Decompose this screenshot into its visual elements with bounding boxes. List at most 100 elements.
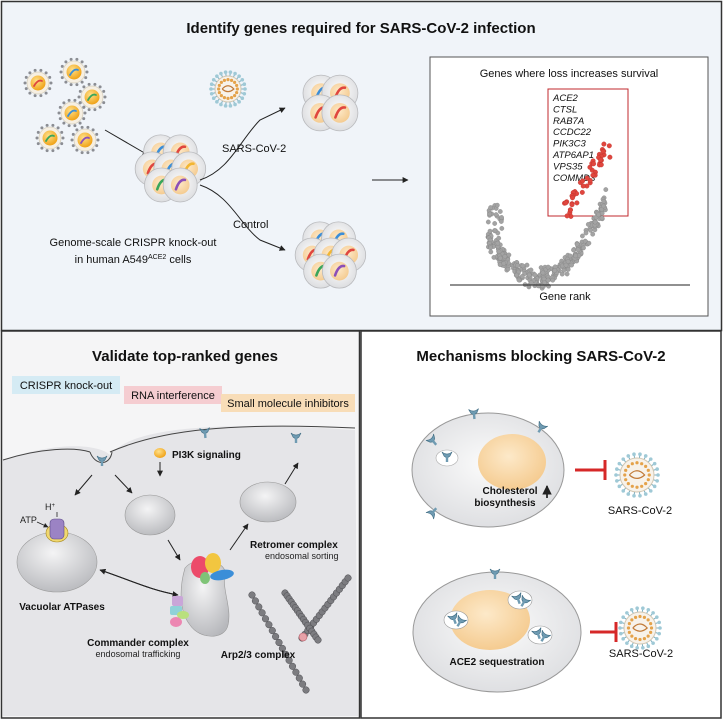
capsid-spike bbox=[91, 128, 95, 132]
capsid-spike bbox=[45, 149, 49, 153]
capsid-spike bbox=[82, 105, 86, 109]
virus-core bbox=[84, 89, 100, 105]
capsid-spike bbox=[28, 71, 32, 75]
pi3k-icon bbox=[154, 448, 166, 458]
spike-head bbox=[648, 489, 653, 493]
early-endosome bbox=[124, 494, 176, 536]
spike-head bbox=[228, 104, 233, 108]
spike-head bbox=[233, 102, 237, 107]
proton-label: H+ bbox=[45, 502, 56, 512]
receptor-head bbox=[290, 432, 302, 439]
arp23-complex-icon bbox=[298, 632, 308, 642]
commander-subunit-purple bbox=[172, 596, 183, 606]
hit-genes-list: ACE2CTSLRAB7ACCDC22PIK3C3ATP6AP1VPS35COM… bbox=[552, 93, 596, 184]
cell bbox=[321, 253, 357, 289]
actin-monomer bbox=[285, 656, 293, 664]
capsid-spike bbox=[82, 85, 86, 89]
commander-subunit-lime bbox=[177, 611, 189, 619]
receptor-head bbox=[199, 427, 210, 434]
gene-point bbox=[588, 227, 593, 233]
hit-genes-box bbox=[547, 88, 629, 217]
capsid-spike bbox=[60, 130, 64, 134]
spike-head bbox=[652, 461, 657, 466]
gene-point bbox=[532, 272, 538, 278]
lentivirus-particles bbox=[23, 57, 107, 155]
virus-label-2: SARS-CoV-2 bbox=[609, 648, 673, 660]
receptor-stalk bbox=[445, 457, 449, 462]
branch-label-virus: SARS-CoV-2 bbox=[222, 143, 286, 155]
capsid-spike bbox=[83, 111, 87, 115]
atp-arrow bbox=[36, 521, 49, 528]
control-cells-cluster bbox=[294, 221, 367, 289]
spike-head bbox=[641, 645, 645, 650]
guide-rna-strand bbox=[334, 106, 347, 119]
capsid-spike bbox=[103, 95, 107, 99]
actin-monomer bbox=[258, 609, 266, 617]
nucleocapsid bbox=[627, 621, 631, 626]
spike-head bbox=[211, 96, 216, 100]
spike-head bbox=[657, 620, 661, 625]
screen-caption-pre: in human A549 bbox=[75, 254, 148, 266]
nucleocapsid bbox=[219, 80, 223, 84]
ace2-receptor-icon bbox=[425, 433, 438, 446]
receptor-head bbox=[531, 627, 542, 635]
screen-caption-post: cells bbox=[166, 254, 192, 266]
spike-head bbox=[629, 608, 634, 612]
actin-monomer bbox=[275, 638, 283, 647]
spike-head bbox=[617, 461, 622, 466]
spike-head bbox=[209, 82, 214, 87]
nucleocapsid bbox=[635, 461, 639, 465]
spike-head bbox=[211, 78, 216, 82]
gene-point bbox=[580, 233, 585, 239]
ace2-sequestering-vesicles bbox=[443, 568, 553, 645]
gene-point bbox=[502, 254, 508, 259]
capsid-spike bbox=[61, 136, 65, 140]
capsid-spike bbox=[36, 130, 40, 134]
capsid-spike bbox=[60, 142, 64, 146]
spike-head bbox=[638, 452, 642, 457]
gene-point bbox=[571, 247, 576, 253]
capsid-spike bbox=[73, 124, 77, 128]
spike-head bbox=[621, 637, 625, 641]
capsid-spike bbox=[87, 108, 91, 112]
nucleocapsid bbox=[222, 78, 227, 82]
gene-point bbox=[497, 209, 503, 214]
receptor-stalk bbox=[100, 461, 104, 466]
spike-head bbox=[657, 631, 661, 636]
capsid-spike bbox=[75, 83, 79, 87]
nucleocapsid bbox=[217, 90, 221, 95]
actin-monomer bbox=[282, 650, 290, 658]
actin-monomer bbox=[278, 644, 286, 652]
capsid-spike bbox=[91, 148, 95, 152]
nucleocapsid bbox=[638, 614, 642, 619]
cell-library-cluster bbox=[134, 134, 207, 203]
gene-point bbox=[492, 228, 498, 234]
capsid-spike bbox=[80, 125, 84, 129]
gene-point bbox=[599, 215, 605, 221]
commander-label: Commander complex bbox=[87, 638, 189, 649]
actin-monomer bbox=[248, 591, 256, 599]
ace2-receptor-icon bbox=[540, 630, 551, 642]
capsid-spike bbox=[48, 87, 52, 91]
viral-rna bbox=[628, 470, 646, 479]
ace2-receptor-icon bbox=[456, 615, 467, 627]
gene-point bbox=[540, 270, 546, 276]
sequestering-vesicle bbox=[507, 590, 533, 610]
hit-gene-label: ATP6AP1 bbox=[552, 150, 594, 161]
hit-gene-point bbox=[570, 195, 575, 201]
gene-point bbox=[550, 277, 556, 283]
gene-point bbox=[494, 202, 500, 208]
nucleocapsid bbox=[646, 618, 650, 622]
nucleocapsid bbox=[640, 484, 644, 488]
receptor-stalk bbox=[432, 507, 438, 513]
capsid-spike bbox=[80, 151, 84, 155]
hit-gene-label: RAB7A bbox=[553, 116, 584, 127]
capsid-spike bbox=[102, 89, 106, 93]
actin-monomer bbox=[272, 633, 280, 641]
spike-head bbox=[635, 606, 639, 611]
capsid-spike bbox=[60, 64, 64, 68]
hit-gene-point bbox=[598, 162, 604, 168]
receptor-head bbox=[521, 595, 531, 604]
spike-head bbox=[209, 91, 214, 96]
nucleocapsid bbox=[219, 94, 223, 98]
